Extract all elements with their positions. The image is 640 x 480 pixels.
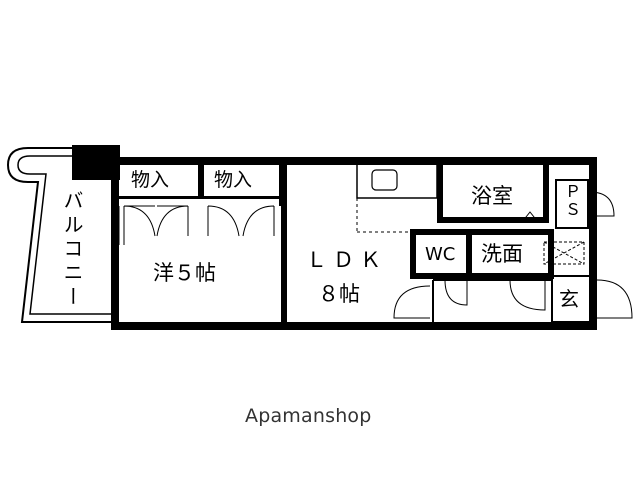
western-wall-right [281, 206, 287, 326]
entrance-box [551, 275, 591, 323]
balcony-outline [6, 147, 117, 323]
closet-doors [123, 205, 275, 237]
washbasin [543, 241, 585, 265]
wall-top [115, 157, 595, 165]
ps-door [589, 191, 615, 217]
watermark-logo: Apamanshop [245, 405, 372, 427]
washroom-label: 洗面 [481, 242, 523, 266]
closet-wall-right [279, 162, 287, 206]
ps-box [555, 179, 589, 229]
interior-doors [393, 279, 546, 319]
ldk-label: ＬＤＫ [306, 248, 387, 272]
washbasin-x2 [543, 241, 585, 265]
western-room-label: 洋５帖 [153, 261, 216, 285]
ldk-size-label: ８帖 [318, 282, 360, 306]
closet-left-label: 物入 [131, 169, 170, 191]
balcony-inner-line [17, 155, 117, 315]
wall-left [111, 157, 119, 330]
bath-step-triangle [520, 211, 540, 223]
bathroom-walls [437, 157, 549, 223]
closet-bottom [119, 196, 281, 199]
kitchen-sink [371, 169, 398, 191]
bathroom-label: 浴室 [471, 184, 513, 208]
entrance-label: 玄 [559, 287, 579, 311]
entrance-door [596, 279, 633, 319]
toilet-label: WC [425, 244, 456, 265]
washroom-walls [466, 229, 554, 279]
balcony-label: バルコニー [60, 190, 84, 310]
closet-wall-mid [198, 162, 204, 198]
wall-bottom [115, 322, 595, 330]
wall-right [589, 157, 597, 330]
closet-right-label: 物入 [214, 169, 253, 191]
pipe-space-label: ＰＳ [562, 183, 581, 219]
